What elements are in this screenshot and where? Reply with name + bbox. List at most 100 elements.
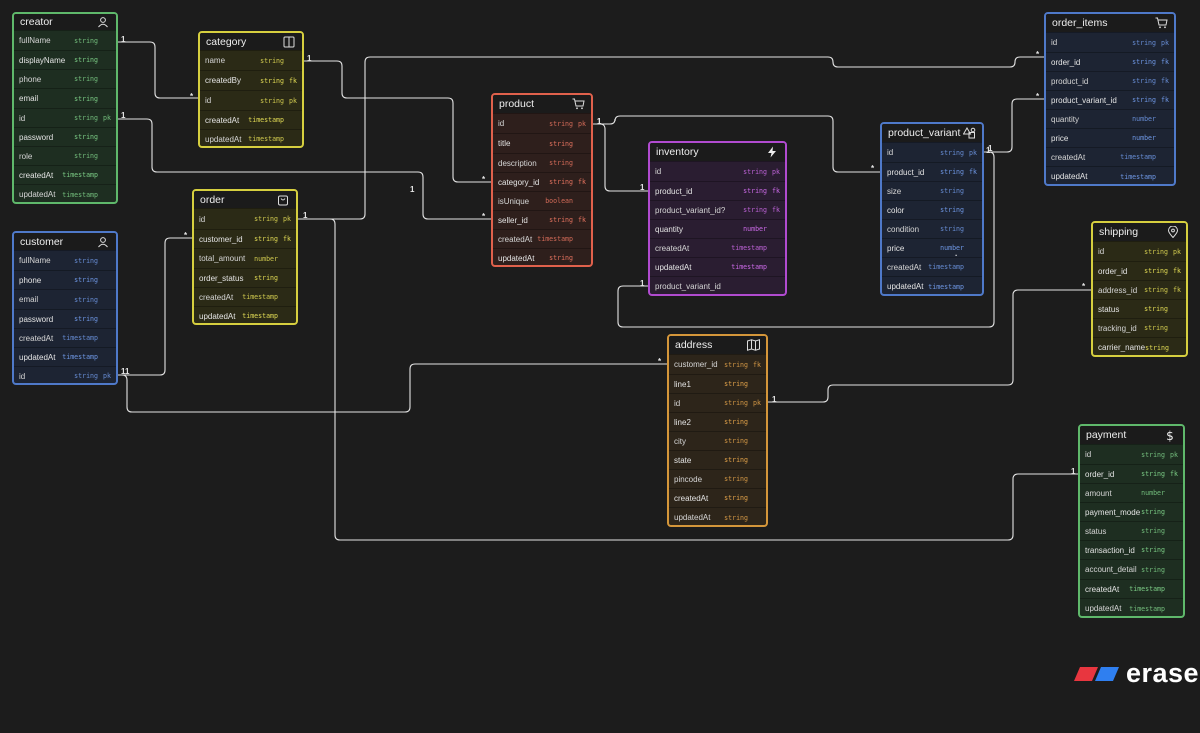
- entity-header[interactable]: product: [493, 95, 591, 113]
- entity-header[interactable]: payment$: [1080, 426, 1183, 444]
- entity-header[interactable]: inventory: [650, 143, 785, 161]
- entity-header[interactable]: order_items: [1046, 14, 1174, 32]
- entity-header[interactable]: order: [194, 191, 296, 208]
- entity-header[interactable]: shipping: [1093, 223, 1186, 241]
- entity-header[interactable]: creator: [14, 14, 116, 30]
- field-row[interactable]: product_variant_id: [650, 276, 785, 294]
- entity-header[interactable]: product_variant: [882, 124, 982, 142]
- entity-header[interactable]: address: [669, 336, 766, 354]
- entity-header[interactable]: customer: [14, 233, 116, 250]
